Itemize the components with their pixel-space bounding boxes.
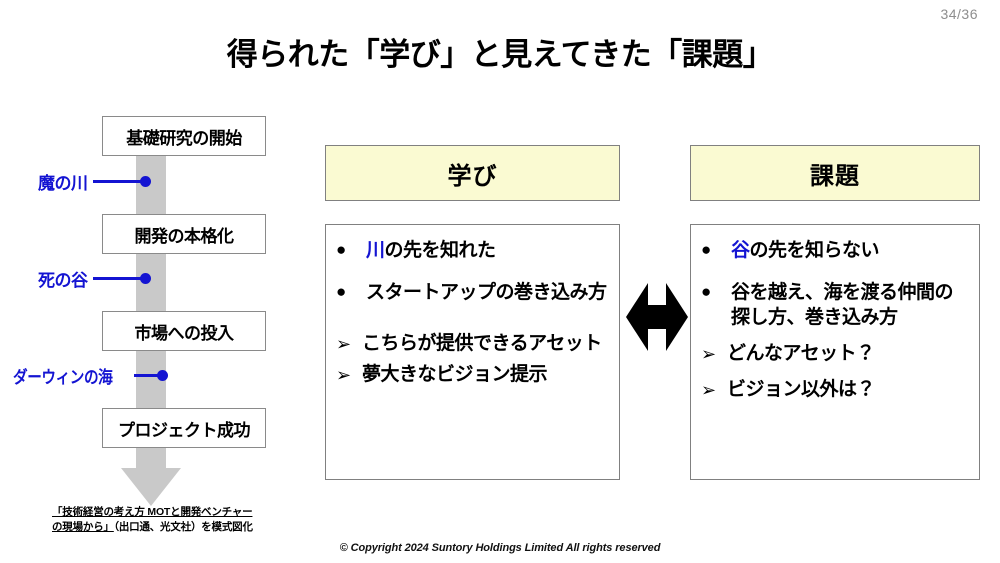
list-item: ● スタートアップの巻き込み方 (336, 281, 609, 305)
connector-line (92, 276, 141, 280)
spacer (701, 330, 969, 342)
innovation-flow-diagram: 基礎研究の開始 開発の本格化 市場への投入 プロジェクト成功 魔の川 死の谷 ダ… (0, 105, 310, 545)
flow-stage-label: 開発の本格化 (134, 226, 235, 246)
connector-line (92, 179, 141, 183)
arrow-bullet-icon: ➢ (336, 333, 351, 354)
list-item: ➢ 夢大きなビジョン提示 (336, 363, 609, 387)
spacer (336, 263, 609, 281)
flow-gap-text: 死の谷 (38, 270, 88, 290)
flow-stage-label: 基礎研究の開始 (126, 128, 242, 148)
highlight-term: 川 (366, 240, 385, 261)
list-item-label: こちらが提供できるアセット (362, 332, 602, 354)
flow-gap-label-mano-kawa: 魔の川 (38, 169, 151, 193)
arrow-bullet-icon: ➢ (701, 343, 716, 364)
flow-gap-text: 魔の川 (38, 173, 88, 193)
arrow-bullet-icon: ➢ (336, 364, 351, 385)
list-item-rest: の先を知らない (749, 240, 880, 261)
connector-dot-icon (139, 175, 151, 187)
bullet-dot-icon: ● (336, 240, 346, 259)
list-item-label: スタートアップの巻き込み方 (366, 282, 607, 304)
panel-heading-learnings: 学び (325, 145, 620, 201)
list-item: ➢ こちらが提供できるアセット (336, 332, 609, 356)
bullet-dot-icon: ● (701, 282, 711, 302)
flow-gap-text: ダーウィンの海 (13, 367, 113, 387)
list-item-label: 川の先を知れた (366, 239, 609, 263)
source-publisher: （出口通、光文社）を模式図化 (113, 521, 253, 534)
figure-source-note: 「技術経営の考え方 MOTと開発ベンチャー の現場から」（出口通、光文社）を模式… (52, 505, 302, 535)
spacer (701, 366, 969, 378)
flow-stage-box-3: 市場への投入 (102, 311, 266, 351)
list-item-label: 夢大きなビジョン提示 (362, 363, 548, 385)
list-item: ● 川の先を知れた (336, 239, 609, 263)
flow-stage-label: プロジェクト成功 (118, 420, 251, 440)
list-item-label: 谷の先を知らない (731, 239, 969, 263)
flow-stage-box-2: 開発の本格化 (102, 214, 266, 254)
page-title: 得られた「学び」と見えてきた「課題」 (226, 36, 774, 72)
connector-line (133, 373, 158, 377)
flow-gap-label-darwin-no-umi: ダーウィンの海 (13, 363, 168, 387)
spacer (336, 306, 609, 332)
flow-stage-box-4: プロジェクト成功 (102, 408, 266, 448)
list-item: ➢ どんなアセット？ (701, 342, 969, 366)
list-item-label: ビジョン以外は？ (727, 379, 876, 401)
double-headed-arrow-icon (626, 281, 688, 353)
panel-heading-label: 課題 (810, 162, 860, 190)
list-item-label: 谷を越え、海を渡る仲間の探し方、巻き込み方 (731, 282, 954, 328)
copyright-footer: © Copyright 2024 Suntory Holdings Limite… (339, 542, 661, 554)
bullet-dot-icon: ● (336, 282, 346, 302)
connector-dot-icon (156, 369, 168, 381)
source-title-line-2: の現場から」 (52, 521, 114, 534)
bullet-dot-icon: ● (701, 240, 711, 259)
list-item-label: どんなアセット？ (727, 342, 875, 364)
flow-gap-label-shi-no-tani: 死の谷 (38, 266, 151, 290)
spacer (701, 263, 969, 281)
list-item: ● 谷の先を知らない (701, 239, 969, 263)
page-number: 34/36 (940, 6, 978, 22)
list-item: ● 谷を越え、海を渡る仲間の探し方、巻き込み方 (701, 281, 969, 330)
panel-heading-issues: 課題 (690, 145, 980, 201)
source-title-line-1: 「技術経営の考え方 MOTと開発ベンチャー (52, 506, 253, 518)
panel-body-issues: ● 谷の先を知らない ● 谷を越え、海を渡る仲間の探し方、巻き込み方 ➢ どんな… (690, 224, 980, 480)
flow-arrowhead-icon (121, 468, 181, 506)
panel-body-learnings: ● 川の先を知れた ● スタートアップの巻き込み方 ➢ こちらが提供できるアセッ… (325, 224, 620, 480)
list-item: ➢ ビジョン以外は？ (701, 378, 969, 402)
flow-stage-box-1: 基礎研究の開始 (102, 116, 266, 156)
panel-heading-label: 学び (447, 162, 498, 190)
connector-dot-icon (139, 272, 151, 284)
flow-stage-label: 市場への投入 (134, 323, 235, 343)
list-item-rest: の先を知れた (384, 240, 497, 261)
spacer (336, 356, 609, 363)
highlight-term: 谷 (731, 240, 750, 261)
arrow-bullet-icon: ➢ (701, 380, 716, 401)
